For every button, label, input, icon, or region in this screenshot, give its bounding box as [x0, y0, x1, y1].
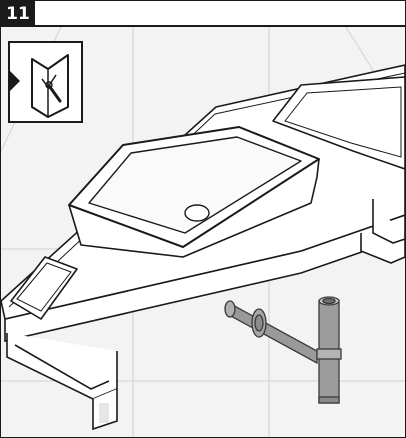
right-towel-rail — [360, 199, 405, 264]
bottle-siphon — [224, 296, 342, 404]
wrench-icon — [48, 85, 62, 103]
header-rule — [35, 25, 405, 27]
right-recessed-tray — [272, 76, 405, 170]
pointer-triangle-icon — [10, 71, 20, 91]
service-manual-icon — [10, 54, 69, 118]
drain-hole — [184, 204, 210, 222]
left-towel-rail — [6, 333, 118, 431]
washbasin — [68, 126, 320, 258]
left-recessed-tray — [10, 256, 78, 320]
manual-reference-box — [8, 41, 83, 123]
step-number-badge: 11 — [1, 1, 35, 27]
